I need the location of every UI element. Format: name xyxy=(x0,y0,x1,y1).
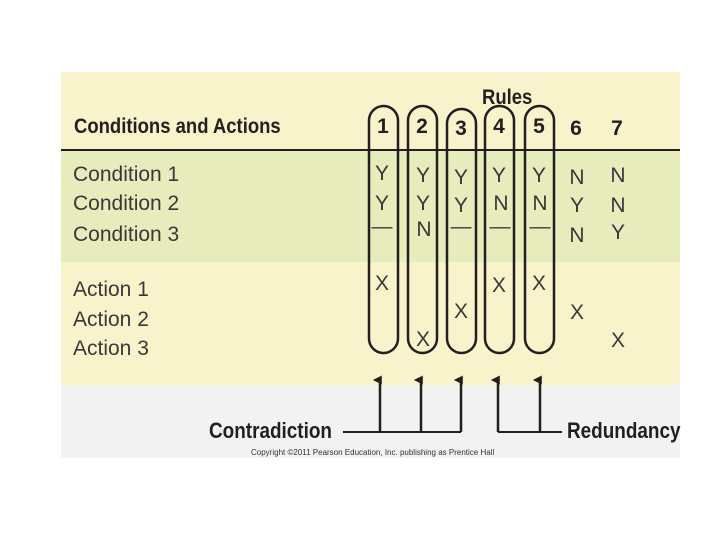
header-band xyxy=(61,72,680,150)
condition-3-label: Condition 3 xyxy=(73,223,180,246)
cell: — xyxy=(450,215,472,238)
rule-number-1: 1 xyxy=(377,115,389,138)
cell: N xyxy=(610,194,626,217)
cell: Y xyxy=(491,164,507,187)
cell: N xyxy=(532,192,548,215)
cell: Y xyxy=(374,192,390,215)
cell: Y xyxy=(569,194,585,217)
rule-number-4: 4 xyxy=(493,115,505,138)
cell: N xyxy=(416,218,432,241)
cell: Y xyxy=(453,194,469,217)
cell: N xyxy=(569,224,585,247)
cell: N xyxy=(610,164,626,187)
rule-number-7: 7 xyxy=(611,117,623,140)
rules-header: Rules xyxy=(482,86,533,109)
cell: Y xyxy=(610,221,626,244)
cell: Y xyxy=(531,164,547,187)
cell: X xyxy=(374,272,390,295)
copyright-notice: Copyright ©2011 Pearson Education, Inc. … xyxy=(251,448,495,457)
cell: X xyxy=(415,328,431,351)
actions-band xyxy=(61,262,680,385)
cell: N xyxy=(493,192,509,215)
cell: — xyxy=(489,215,511,238)
cell: X xyxy=(531,272,547,295)
cell: X xyxy=(569,301,585,324)
annotation-band xyxy=(61,385,680,458)
condition-2-label: Condition 2 xyxy=(73,192,180,215)
cell: — xyxy=(529,215,551,238)
rule-number-3: 3 xyxy=(455,117,467,140)
rule-number-2: 2 xyxy=(416,115,428,138)
cell: N xyxy=(569,166,585,189)
header-divider xyxy=(61,149,680,151)
table-header-title: Conditions and Actions xyxy=(74,115,281,138)
rule-number-5: 5 xyxy=(533,115,545,138)
cell: X xyxy=(610,329,626,352)
action-2-label: Action 2 xyxy=(73,308,149,331)
cell: Y xyxy=(415,192,431,215)
action-3-label: Action 3 xyxy=(73,337,149,360)
condition-1-label: Condition 1 xyxy=(73,163,180,186)
contradiction-caption: Contradiction xyxy=(209,418,332,443)
rule-number-6: 6 xyxy=(570,117,582,140)
cell: Y xyxy=(415,164,431,187)
cell: — xyxy=(371,215,393,238)
redundancy-caption: Redundancy xyxy=(567,418,681,443)
cell: Y xyxy=(453,166,469,189)
action-1-label: Action 1 xyxy=(73,278,149,301)
cell: Y xyxy=(374,162,390,185)
cell: X xyxy=(491,274,507,297)
decision-table-figure: Conditions and Actions Rules 1 2 3 4 5 6… xyxy=(61,72,681,458)
cell: X xyxy=(453,300,469,323)
